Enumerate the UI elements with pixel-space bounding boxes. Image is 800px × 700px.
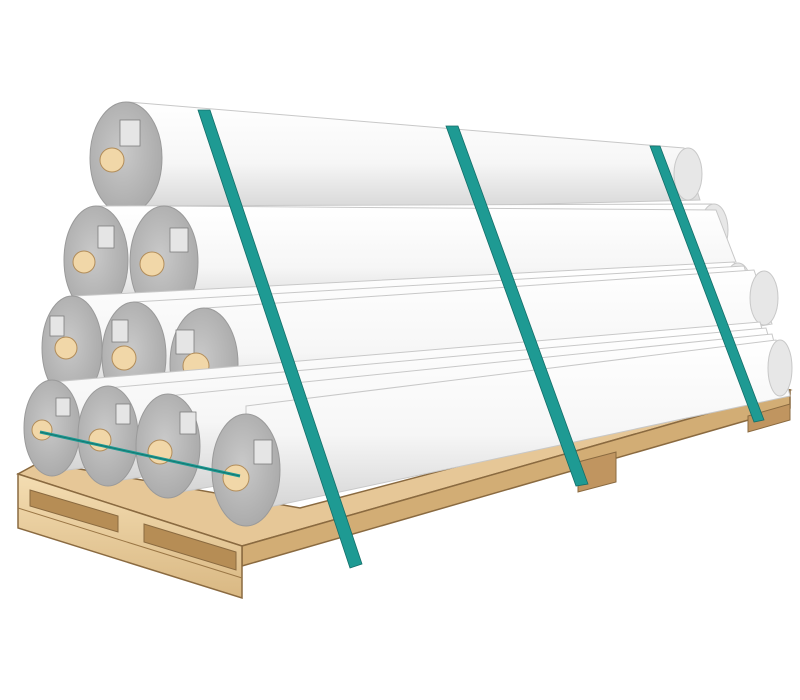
roll-core [139,251,165,277]
roll-core [111,345,137,371]
pallet-slot-left [29,489,119,533]
pallet-slot-right [143,523,237,571]
strap-front [197,109,363,569]
roll-core [99,147,125,173]
wooden-pallet [16,383,793,600]
roll-row-4-4 [211,339,793,527]
strap-rear [649,145,765,423]
roll-core [222,464,250,492]
strapping [39,109,765,569]
roll-core [54,336,78,360]
roll-core [31,419,53,441]
strap-middle [445,125,589,487]
roll-stack [23,101,793,527]
roll-top-1 [89,101,703,215]
roll-core [72,250,96,274]
pallet-block-far [747,403,791,433]
